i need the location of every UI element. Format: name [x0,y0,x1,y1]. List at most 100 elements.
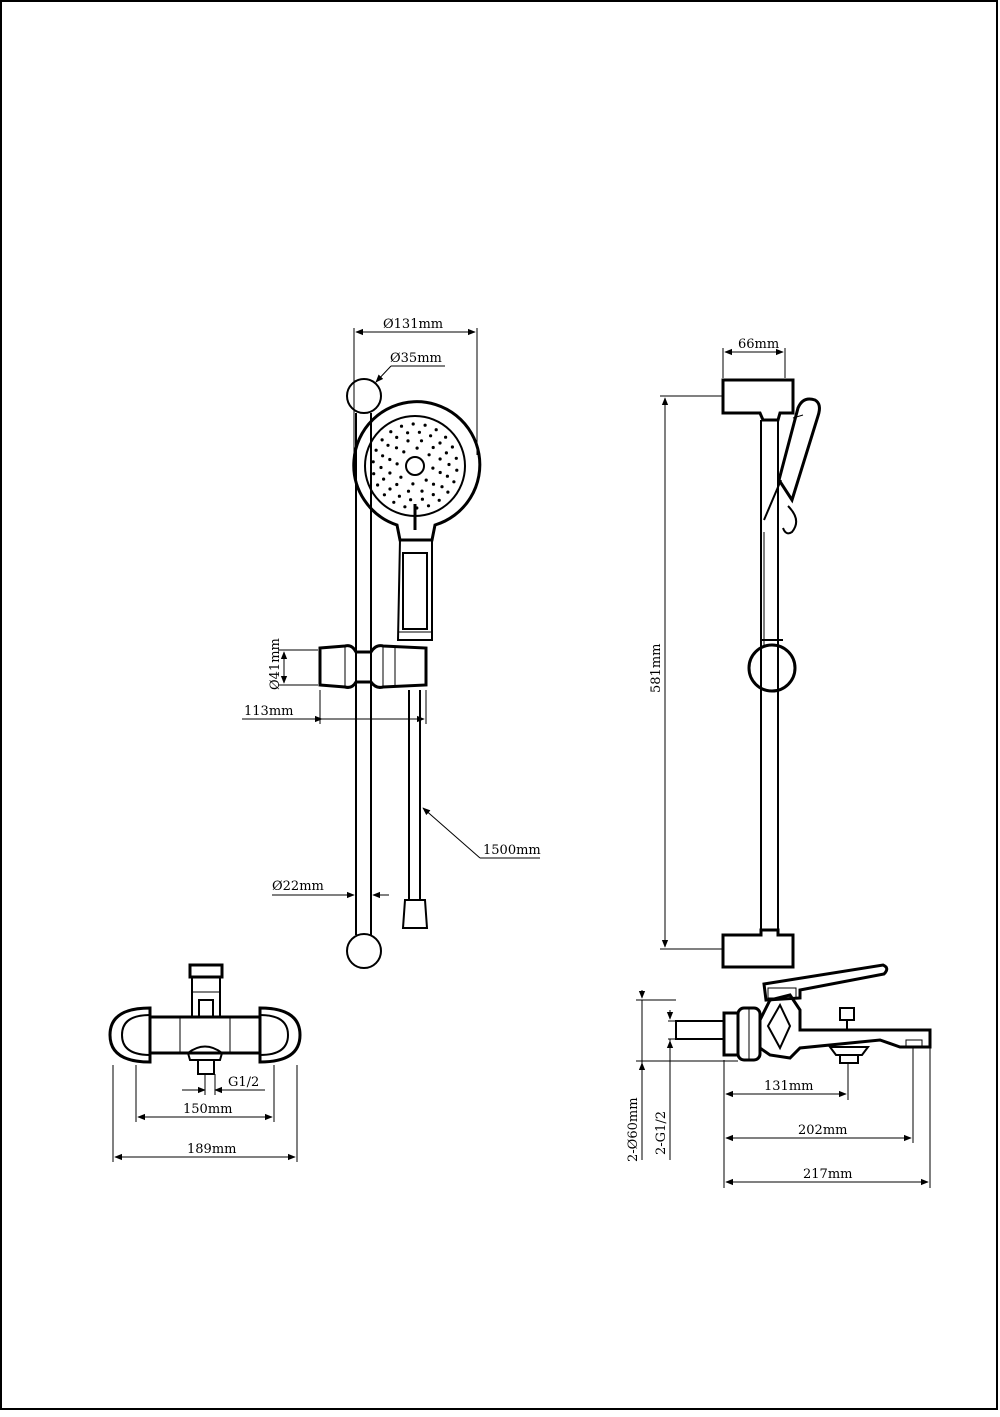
nozzle-dot [450,445,454,449]
holder-reach-label: 113mm [244,704,293,719]
nozzle-dot [411,482,415,486]
inlet-thread-front-label: G1/2 [228,1075,259,1090]
nozzle-dot [426,504,431,508]
rail-diameter-label: Ø22mm [272,879,324,894]
nozzle-dot [438,457,442,461]
wall-to-outlet-label: 131mm [764,1079,813,1094]
dim-wall-to-outlet: 131mm [723,1060,849,1188]
slide-holder-profile [747,643,797,693]
nozzle-dot [386,443,390,447]
nozzle-dot [417,430,421,434]
nozzle-dot [402,450,406,454]
nozzle-dot [388,471,392,475]
nozzle-dot [431,445,435,450]
dim-rail-diameter: Ø22mm [272,879,389,899]
slide-holder [318,644,428,689]
hand-shower-head [352,400,482,542]
nozzle-dot [374,448,378,452]
nozzle-dot [429,434,433,438]
nozzle-dot [431,493,435,497]
rail-length-label: 581mm [649,644,664,693]
nozzle-dot [444,435,448,439]
spout-reach-label: 202mm [798,1123,847,1138]
nozzle-dot [388,487,392,491]
nozzle-dot [445,474,449,478]
dim-head-diameter: Ø131mm [353,317,478,455]
knob-diameter-label: Ø35mm [390,351,442,366]
nozzle-dot [419,439,424,443]
mixer-lever-side [762,963,889,1002]
dim-hose-length: 1500mm [422,807,541,859]
nozzle-dot [395,435,399,439]
nozzle-dot [454,456,458,460]
dim-inlet-thread-side: 2-G1/2 [654,1010,676,1160]
nozzle-dot [406,439,410,443]
nozzle-dot [397,494,401,498]
rail-top-bracket [721,378,795,422]
shower-set-front-view [318,378,482,969]
nozzle-dot [395,462,399,466]
flange-spec-label: 2-Ø60mm [626,1097,641,1162]
nozzle-dot [431,482,436,486]
nozzle-dot [437,498,441,502]
nozzle-dot [399,475,403,479]
nozzle-dot [379,465,383,470]
nozzle-dot [420,497,424,501]
nozzle-dot [423,423,427,427]
hose-length-label: 1500mm [483,843,541,858]
mixer-width-label: 189mm [187,1142,236,1157]
nozzle-dot [399,424,404,428]
nozzle-dot [395,482,399,487]
dim-total-depth: 217mm [725,1048,931,1188]
head-diameter-label: Ø131mm [383,317,443,332]
shower-rail-side-view [721,378,821,969]
rail-top-knob [346,378,382,414]
nozzle-dot [438,441,442,445]
nozzle-dot [394,446,399,450]
dim-holder-diameter: Ø41mm [268,638,318,690]
mixer-body-side [758,993,932,1060]
nozzle-dot [438,470,442,475]
nozzle-dot [452,480,456,484]
nozzle-dot [420,489,424,493]
nozzle-dot [431,466,435,470]
shower-hose [401,690,429,929]
nozzle-dot [406,431,410,435]
nozzle-dot [424,478,428,482]
nozzle-dot [376,483,380,487]
rail-bottom-bracket [721,928,795,969]
dim-bracket-depth: 66mm [722,337,786,378]
mixer-body-front [148,1015,262,1055]
dim-inlet-thread-front: G1/2 [182,1074,265,1095]
nozzle-dot [446,490,450,494]
hand-shower-profile [777,397,821,504]
nozzle-dot [444,451,448,455]
nozzle-dot [409,498,413,502]
rail-bottom-knob [346,933,382,969]
nozzle-dot [406,489,411,493]
dim-holder-reach: 113mm [242,690,427,724]
hand-shower-handle [396,539,433,641]
bracket-depth-label: 66mm [738,337,779,352]
nozzle-dot [381,454,385,458]
nozzle-dot [415,446,419,450]
nozzle-dot [389,430,393,434]
dim-mixer-width: 189mm [112,1065,298,1162]
nozzle-dot [382,477,386,481]
inlet-pipe-side [675,1020,725,1040]
nozzle-dot [380,438,384,442]
nozzle-dot [455,468,459,472]
nozzle-dot [434,428,438,432]
nozzle-dot [388,457,392,462]
total-depth-label: 217mm [803,1167,852,1182]
holder-diameter-label: Ø41mm [268,638,283,690]
dim-spout-reach: 202mm [725,1048,914,1143]
dim-knob-diameter: Ø35mm [375,351,445,383]
bath-mixer-front-view [108,963,302,1075]
dim-rail-length: 581mm [649,395,723,950]
nozzle-dot [392,500,396,504]
nozzle-dot [447,462,451,467]
